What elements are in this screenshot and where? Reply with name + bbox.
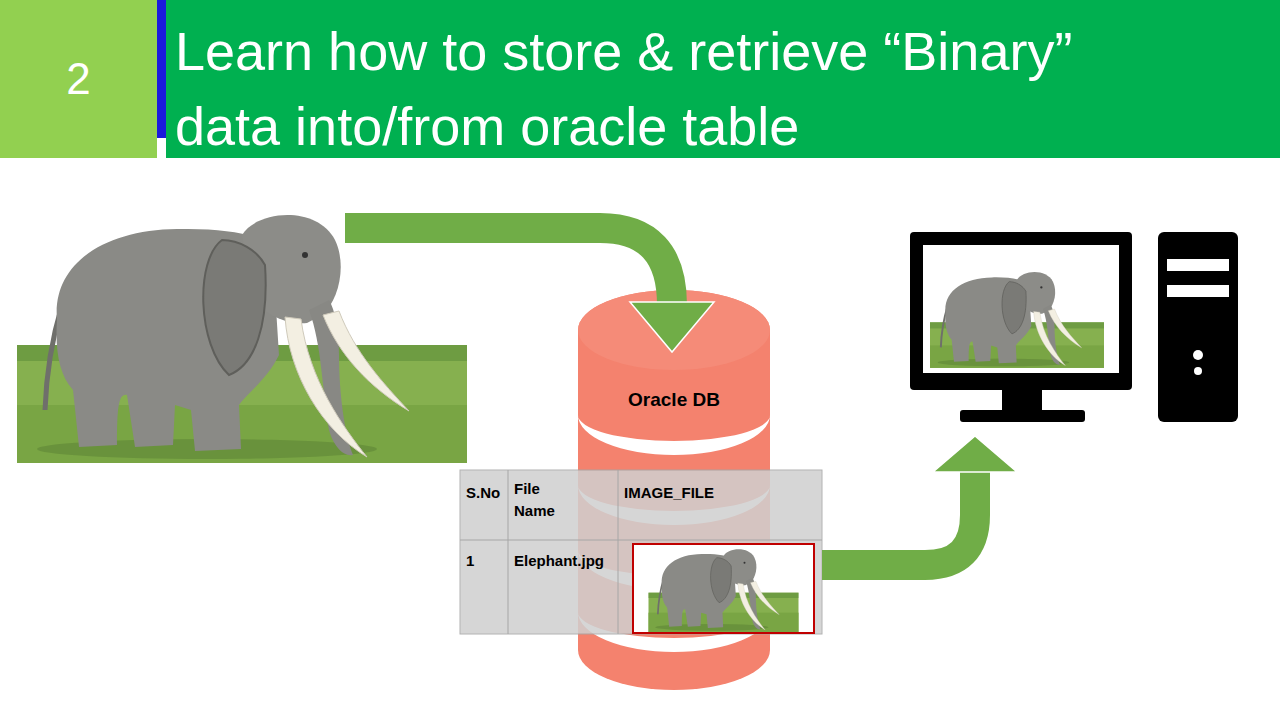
table-cell: Elephant.jpg bbox=[514, 550, 614, 572]
database-label: Oracle DB bbox=[628, 388, 720, 412]
step-number-badge: 2 bbox=[0, 0, 157, 158]
drive-slot bbox=[1167, 259, 1229, 271]
monitor-base bbox=[960, 410, 1085, 422]
store-arrow bbox=[345, 228, 672, 305]
elephant-photo bbox=[17, 215, 467, 463]
cylinder-top bbox=[578, 290, 770, 370]
table-cell: File Name bbox=[514, 478, 569, 522]
table-grid bbox=[508, 470, 509, 634]
table-cell-text: S.No bbox=[466, 482, 506, 504]
retrieve-arrow bbox=[822, 468, 975, 565]
blue-bar bbox=[157, 0, 166, 138]
screen-elephant bbox=[930, 272, 1104, 368]
table-cell-text: 1 bbox=[466, 550, 504, 572]
monitor-frame bbox=[910, 232, 1132, 390]
table-background bbox=[460, 470, 822, 634]
cylinder-stripe bbox=[578, 415, 770, 455]
step-number: 2 bbox=[66, 55, 90, 103]
table-cell-text: Elephant.jpg bbox=[514, 550, 614, 572]
indicator-light bbox=[1194, 367, 1202, 375]
monitor-screen bbox=[923, 245, 1119, 373]
table-grid bbox=[618, 470, 619, 634]
table-cell-text: IMAGE_FILE bbox=[624, 482, 814, 504]
store-arrowhead bbox=[630, 302, 714, 352]
table-cell-text: File Name bbox=[514, 478, 569, 522]
monitor-stand bbox=[1002, 389, 1042, 413]
table-cell: 1 bbox=[466, 550, 504, 572]
computer-tower bbox=[1158, 232, 1238, 422]
table-grid bbox=[460, 540, 822, 541]
image-cell-ground bbox=[633, 544, 814, 633]
table-cell: S.No bbox=[466, 482, 506, 504]
image-cell-border bbox=[633, 544, 814, 633]
drive-slot bbox=[1167, 285, 1229, 297]
title-text: Learn how to store & retrieve “Binary” d… bbox=[175, 14, 1135, 164]
power-button bbox=[1193, 350, 1203, 360]
cell-elephant bbox=[649, 549, 799, 632]
table-cell: IMAGE_FILE bbox=[624, 482, 814, 504]
retrieve-arrowhead bbox=[933, 436, 1017, 472]
